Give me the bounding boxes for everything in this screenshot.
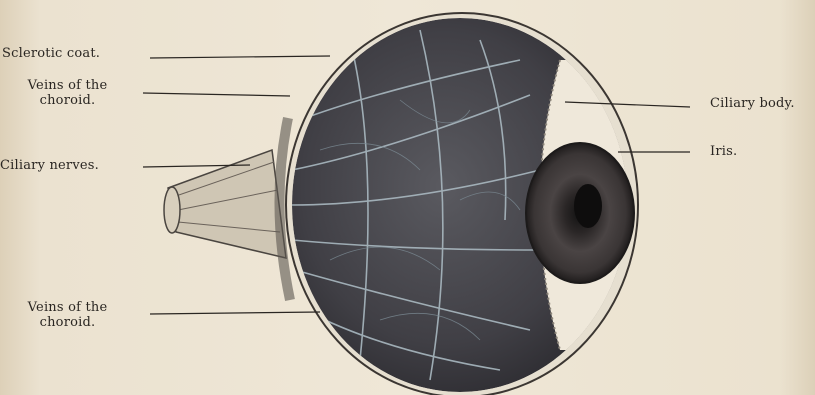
label-veins-choroid-top-line2: choroid. — [0, 93, 135, 108]
label-veins-choroid-bottom-line1: Veins of the — [0, 300, 135, 315]
label-ciliary-body: Ciliary body. — [710, 96, 795, 111]
label-iris: Iris. — [710, 144, 737, 159]
label-veins-choroid-bottom: Veins of the choroid. — [0, 300, 135, 330]
label-veins-choroid-top: Veins of the choroid. — [0, 78, 135, 108]
label-veins-choroid-top-line1: Veins of the — [0, 78, 135, 93]
label-ciliary-nerves: Ciliary nerves. — [0, 158, 99, 173]
label-veins-choroid-bottom-line2: choroid. — [0, 315, 135, 330]
label-sclerotic-coat: Sclerotic coat. — [2, 46, 100, 61]
